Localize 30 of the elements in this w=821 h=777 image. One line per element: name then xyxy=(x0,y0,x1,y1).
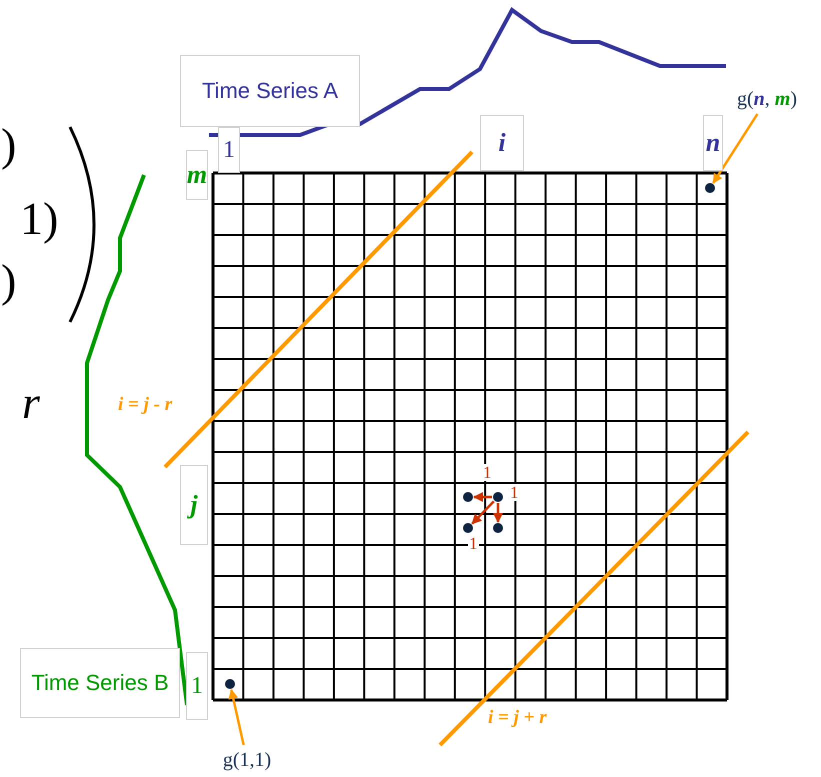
formula-variable: r xyxy=(22,380,40,426)
edge-label: 1 xyxy=(468,535,478,552)
index-label: 1 xyxy=(218,127,240,173)
formula-fragment: ) xyxy=(1,258,16,304)
arrow xyxy=(493,503,503,523)
index-label: i xyxy=(480,115,524,171)
edge-label: 1 xyxy=(482,464,492,481)
arrow xyxy=(712,113,758,184)
index-label: n xyxy=(703,115,723,171)
index-label: 1 xyxy=(186,652,208,720)
grid-point xyxy=(463,523,473,533)
index-label: m xyxy=(186,150,208,200)
band-equation: i = j + r xyxy=(488,708,547,727)
cell-reference: g(n, m) xyxy=(722,84,812,114)
series-label: Time Series B xyxy=(20,648,180,718)
grid-point xyxy=(463,492,473,502)
cell-reference: g(1,1) xyxy=(212,745,282,775)
formula-fragment: ) xyxy=(1,122,16,168)
grid-point xyxy=(225,679,235,689)
arrow xyxy=(228,688,245,746)
grid-point xyxy=(493,523,503,533)
edge-label: 1 xyxy=(509,484,520,501)
band-equation: i = j - r xyxy=(118,395,172,414)
index-label: j xyxy=(180,465,208,545)
arrow xyxy=(471,500,495,525)
grid-point xyxy=(705,183,715,193)
arrow xyxy=(473,492,492,502)
formula-fragment: 1) xyxy=(20,196,58,242)
grid-point xyxy=(493,492,503,502)
series-label: Time Series A xyxy=(180,55,360,127)
